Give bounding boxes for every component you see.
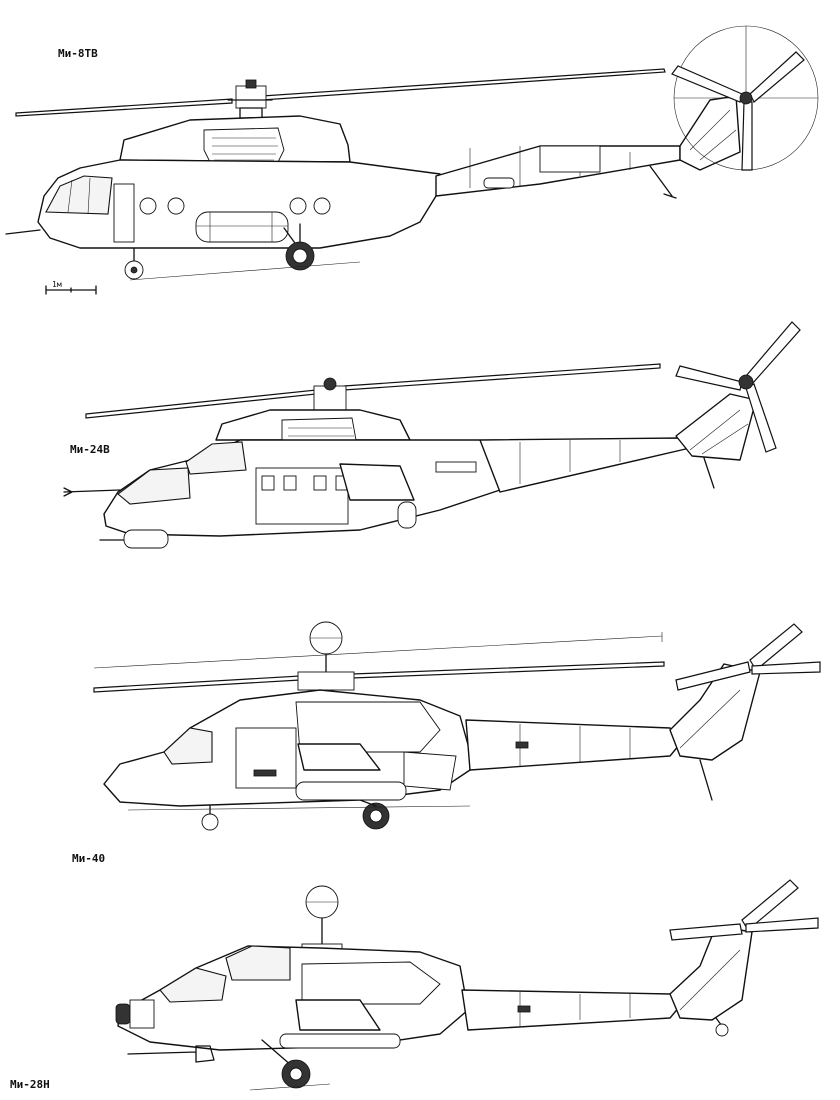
mi40-mast-radar <box>309 621 343 675</box>
mi24-pilot-canopy <box>185 441 247 475</box>
mi28-gunner-canopy <box>159 967 227 1003</box>
mi28-drawing <box>115 879 819 1091</box>
mi40-label: Ми-40 <box>72 852 106 865</box>
mi8-door <box>113 183 135 243</box>
mi40-tail-rotor <box>675 623 821 691</box>
mi24-tail-boom <box>479 437 691 493</box>
mi8-cockpit-glazing <box>45 175 113 215</box>
mi24-tail-fin <box>675 393 757 461</box>
mi28-pilot-canopy <box>225 945 291 981</box>
mi8-main-rotor-blade-right <box>261 68 666 101</box>
mi28-landing-gear <box>261 1039 311 1089</box>
mi28-ground-line <box>249 1083 331 1091</box>
mi8-windows <box>139 197 331 215</box>
mi8-drawing <box>5 25 819 295</box>
mi24-stub-wing <box>339 463 415 501</box>
mi8-rotor-head <box>227 79 273 119</box>
mi40-landing-gear <box>201 799 390 831</box>
mi28-tail-fin <box>669 925 753 1021</box>
mi8-tail-rotor-blade-1 <box>671 65 743 103</box>
mi28-nose-sensor <box>115 999 155 1029</box>
mi40-rotor-head <box>297 671 355 691</box>
mi28-engine-nacelle <box>301 961 441 1005</box>
mi40-drawing <box>93 621 821 831</box>
mi24-gun-turret <box>99 529 169 549</box>
mi40-pylon <box>295 781 407 801</box>
scale-label: 1м <box>52 280 62 289</box>
mi8-tail-fairing <box>483 177 515 189</box>
mi8-tail-rotor-blade-3 <box>741 101 753 171</box>
scale-bar <box>45 285 97 295</box>
mi28-pylon <box>279 1033 401 1049</box>
mi40-main-rotor-blade-left <box>93 675 301 693</box>
mi8-tail-skid <box>649 165 677 199</box>
mi8-label: Ми-8ТВ <box>58 47 98 60</box>
mi8-fuselage <box>37 159 441 249</box>
mi24-nose-probe <box>63 487 121 497</box>
mi40-exhaust <box>403 751 457 791</box>
mi40-tail-boom <box>465 719 681 771</box>
mi40-stub-wing <box>297 743 381 771</box>
mi28-tail-rotor <box>669 879 819 941</box>
mi40-tail-skid <box>699 759 713 801</box>
mi28-stub-wing <box>295 999 381 1031</box>
mi40-side-door <box>235 727 297 789</box>
mi24-drawing <box>63 321 801 549</box>
mi8-external-tank <box>195 211 289 243</box>
mi28-mast-radar <box>305 885 339 945</box>
mi24-cabin-windows <box>255 467 349 525</box>
mi8-ground-line <box>129 261 361 281</box>
mi40-main-rotor-blade-right <box>351 661 665 679</box>
mi24-gunner-canopy <box>117 467 191 505</box>
mi8-tail-rotor-blade-2 <box>749 51 805 103</box>
mi40-cockpit-glazing <box>163 727 213 765</box>
mi28-label: Ми-28Н <box>10 1078 50 1091</box>
mi8-tail-fin <box>679 95 741 171</box>
mi24-pylon <box>397 501 417 529</box>
mi28-tail-boom <box>461 989 681 1031</box>
mi24-tail-skid <box>703 457 715 489</box>
mi24-tail-rotor <box>675 321 801 453</box>
mi8-landing-gear <box>124 223 315 280</box>
mi28-cannon <box>127 1045 215 1063</box>
mi40-ground-line <box>127 805 471 811</box>
mi28-tail-wheel <box>715 1017 729 1037</box>
mi24-label: Ми-24В <box>70 443 110 456</box>
mi8-main-rotor-blade-left <box>15 98 233 117</box>
mi8-intake <box>203 127 285 167</box>
mi24-rotor-head <box>313 377 347 413</box>
mi24-main-rotor-blade-right <box>343 363 661 391</box>
